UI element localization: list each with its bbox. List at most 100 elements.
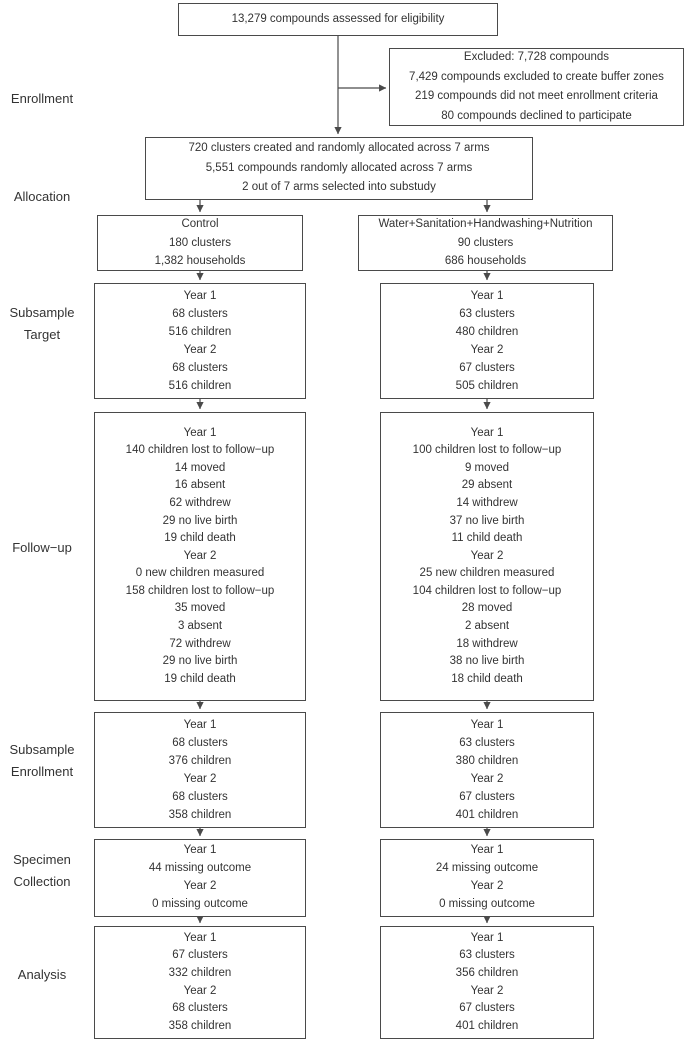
text-line: 28 moved xyxy=(461,602,513,615)
text-line: Year 2 xyxy=(470,984,504,997)
text-line: 90 clusters xyxy=(457,236,514,249)
text-line: 0 new children measured xyxy=(135,567,265,580)
text-line: 100 children lost to follow−up xyxy=(412,444,562,457)
text-line: 18 withdrew xyxy=(456,637,518,650)
text-line: 140 children lost to follow−up xyxy=(125,444,275,457)
text-line: Year 1 xyxy=(183,290,217,302)
text-line: Subsample xyxy=(9,305,75,320)
text-line: 516 children xyxy=(168,380,232,392)
text-line: Year 2 xyxy=(183,773,217,785)
text-line: 356 children xyxy=(455,966,519,979)
text-line: Allocation xyxy=(13,189,71,204)
text-line: 68 clusters xyxy=(172,362,228,374)
allocation-box: 720 clusters created and randomly alloca… xyxy=(145,137,533,200)
text-line: Target xyxy=(23,327,61,342)
text-line: 1,382 households xyxy=(154,255,246,268)
text-line: Year 1 xyxy=(470,290,504,302)
text-line: Subsample xyxy=(9,742,75,757)
text-line: Year 2 xyxy=(470,773,504,785)
text-line: 332 children xyxy=(168,966,232,979)
text-line: 24 missing outcome xyxy=(435,862,539,875)
text-line: 0 missing outcome xyxy=(439,897,535,910)
text-line: Year 2 xyxy=(470,880,504,892)
text-line: 38 no live birth xyxy=(449,655,525,668)
text-line: Year 1 xyxy=(470,931,504,944)
text-line: Year 1 xyxy=(470,426,504,439)
follow-up-wsh-nutrition-box: Year 1 100 children lost to follow−up 9 mo… xyxy=(380,412,594,701)
text-line: 68 clusters xyxy=(172,791,228,803)
text-line: 67 clusters xyxy=(459,1002,515,1015)
stage-label-allocation: Allocation xyxy=(0,186,84,208)
text-line: Year 2 xyxy=(183,880,217,892)
text-line: 219 compounds did not meet enrollment cr… xyxy=(415,90,658,102)
text-line: Follow−up xyxy=(12,540,72,555)
text-line: Enrollment xyxy=(10,764,74,779)
text-line: Year 1 xyxy=(470,844,504,857)
text-line: 62 withdrew xyxy=(169,496,231,509)
stage-label-enrollment: Enrollment xyxy=(0,88,84,110)
text-line: 180 clusters xyxy=(168,236,231,249)
text-line: 72 withdrew xyxy=(169,637,231,650)
text-line: 104 children lost to follow−up xyxy=(412,584,562,597)
text-line: 516 children xyxy=(168,326,232,338)
text-line: 11 child death xyxy=(451,532,523,545)
text-line: 63 clusters xyxy=(459,737,515,749)
text-line: 68 clusters xyxy=(172,1002,228,1015)
text-line: Collection xyxy=(13,874,71,889)
text-line: 80 compounds declined to participate xyxy=(441,109,632,122)
text-line: 686 households xyxy=(444,255,527,268)
text-line: 376 children xyxy=(168,755,232,767)
text-line: Year 2 xyxy=(183,984,217,997)
text-line: 158 children lost to follow−up xyxy=(125,584,275,597)
text-line: 7,429 compounds excluded to create buffe… xyxy=(409,70,664,83)
text-line: 13,279 compounds assessed for eligibilit… xyxy=(231,12,445,25)
eligibility-box: 13,279 compounds assessed for eligibilit… xyxy=(178,3,498,36)
text-line: 68 clusters xyxy=(172,308,228,320)
text-line: 19 child death xyxy=(164,532,236,545)
text-line: Year 2 xyxy=(183,549,217,562)
text-line: Enrollment xyxy=(10,91,74,106)
text-line: 5,551 compounds randomly allocated acros… xyxy=(205,161,473,174)
stage-label-analysis: Analysis xyxy=(0,964,84,986)
text-line: 401 children xyxy=(455,1019,519,1032)
text-line: Year 2 xyxy=(470,549,504,562)
text-line: 3 absent xyxy=(177,620,223,633)
text-line: Year 1 xyxy=(183,426,217,439)
text-line: 505 children xyxy=(455,380,519,392)
text-line: Excluded: 7,728 compounds xyxy=(463,51,610,63)
text-line: 401 children xyxy=(455,809,519,821)
text-line: Specimen xyxy=(13,852,71,867)
text-line: 67 clusters xyxy=(172,949,228,962)
text-line: 63 clusters xyxy=(459,308,515,320)
text-line: 67 clusters xyxy=(459,791,515,803)
text-line: Year 1 xyxy=(183,719,217,731)
text-line: 68 clusters xyxy=(172,737,228,749)
text-line: 16 absent xyxy=(174,479,226,492)
text-line: Control xyxy=(181,218,219,231)
text-line: Year 2 xyxy=(470,344,504,356)
text-line: 35 moved xyxy=(174,602,226,615)
text-line: Year 2 xyxy=(183,344,217,356)
text-line: 67 clusters xyxy=(459,362,515,374)
text-line: 29 absent xyxy=(461,479,513,492)
text-line: 380 children xyxy=(455,755,519,767)
text-line: 720 clusters created and randomly alloca… xyxy=(188,142,490,155)
text-line: 480 children xyxy=(455,326,519,338)
text-line: 9 moved xyxy=(464,461,510,474)
text-line: 29 no live birth xyxy=(162,514,238,527)
text-line: Water+Sanitation+Handwashing+Nutrition xyxy=(378,218,593,231)
text-line: Year 1 xyxy=(183,931,217,944)
text-line: 37 no live birth xyxy=(449,514,525,527)
arm-header-control-box: Control 180 clusters 1,382 households xyxy=(97,215,303,271)
stage-label-follow-up: Follow−up xyxy=(0,537,84,559)
text-line: Year 1 xyxy=(183,844,217,857)
